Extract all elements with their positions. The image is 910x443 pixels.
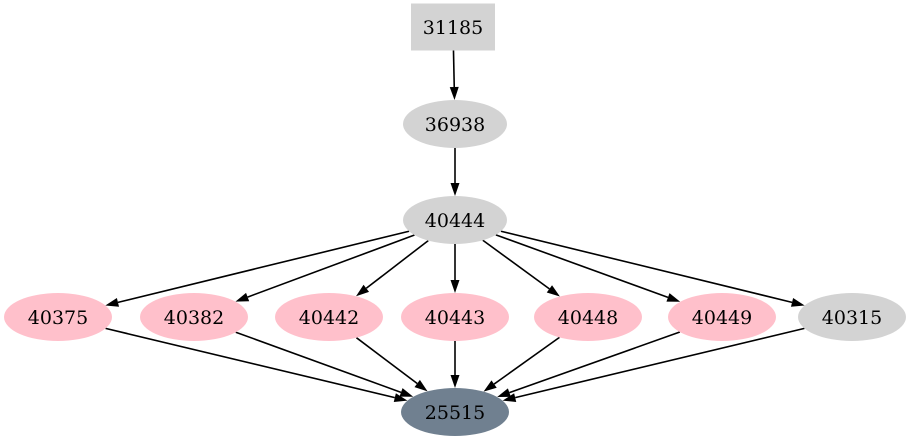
graph-edge: [500, 230, 793, 304]
graph-node-36938[interactable]: 36938: [403, 100, 507, 148]
node-shape-ellipse[interactable]: [403, 196, 507, 244]
graph-edge: [482, 239, 550, 290]
graph-edge: [493, 336, 560, 385]
node-shape-ellipse[interactable]: [534, 293, 642, 341]
graph-edge-arrowhead: [450, 280, 460, 293]
graph-edge-arrowhead: [449, 86, 459, 100]
node-shape-ellipse[interactable]: [798, 293, 906, 341]
graph-edge: [365, 239, 429, 289]
graph-edge-arrowhead: [105, 297, 120, 307]
graph-edge: [235, 331, 402, 394]
node-shape-ellipse[interactable]: [4, 293, 112, 341]
graph-node-40315[interactable]: 40315: [798, 293, 906, 341]
graph-edge-arrowhead: [235, 292, 250, 302]
node-shape-ellipse[interactable]: [403, 100, 507, 148]
graph-edge: [509, 331, 681, 394]
graph-node-25515[interactable]: 25515: [401, 388, 509, 436]
graph-edge-arrowhead: [666, 293, 681, 302]
graph-node-40375[interactable]: 40375: [4, 293, 112, 341]
graph-edge-arrowhead: [393, 393, 408, 402]
graph-edge: [117, 230, 410, 304]
graph-node-31185[interactable]: 31185: [411, 3, 495, 51]
graph-node-40382[interactable]: 40382: [140, 293, 248, 341]
graph-edge-arrowhead: [790, 297, 805, 307]
graph-node-40442[interactable]: 40442: [275, 293, 383, 341]
graph-edge: [355, 337, 418, 385]
node-shape-ellipse[interactable]: [275, 293, 383, 341]
graph-edge-arrowhead: [546, 285, 560, 297]
graph-edge-arrowhead: [450, 375, 460, 388]
graph-node-40448[interactable]: 40448: [534, 293, 642, 341]
graph-edge: [247, 234, 415, 298]
graph-edge-arrowhead: [399, 388, 414, 397]
graph-node-40443[interactable]: 40443: [401, 293, 509, 341]
node-shape-ellipse[interactable]: [401, 388, 509, 436]
graph-node-40449[interactable]: 40449: [668, 293, 776, 341]
node-shape-ellipse[interactable]: [401, 293, 509, 341]
graph-edge-arrowhead: [483, 380, 497, 392]
node-shape-ellipse[interactable]: [140, 293, 248, 341]
graph-edge-arrowhead: [450, 183, 460, 196]
graph-edge-arrowhead: [497, 388, 511, 397]
graph-edge: [452, 50, 456, 88]
graph-edge: [105, 327, 395, 399]
graph-edge: [495, 234, 669, 299]
graph-node-40444[interactable]: 40444: [403, 196, 507, 244]
graph-edge: [515, 327, 805, 399]
node-shape-ellipse[interactable]: [668, 293, 776, 341]
node-shape-rectangle[interactable]: [411, 3, 495, 51]
edges-layer: [105, 50, 805, 402]
graph-edge-arrowhead: [356, 284, 370, 297]
graph-edge-arrowhead: [414, 379, 428, 392]
graph-edge-arrowhead: [502, 393, 517, 402]
